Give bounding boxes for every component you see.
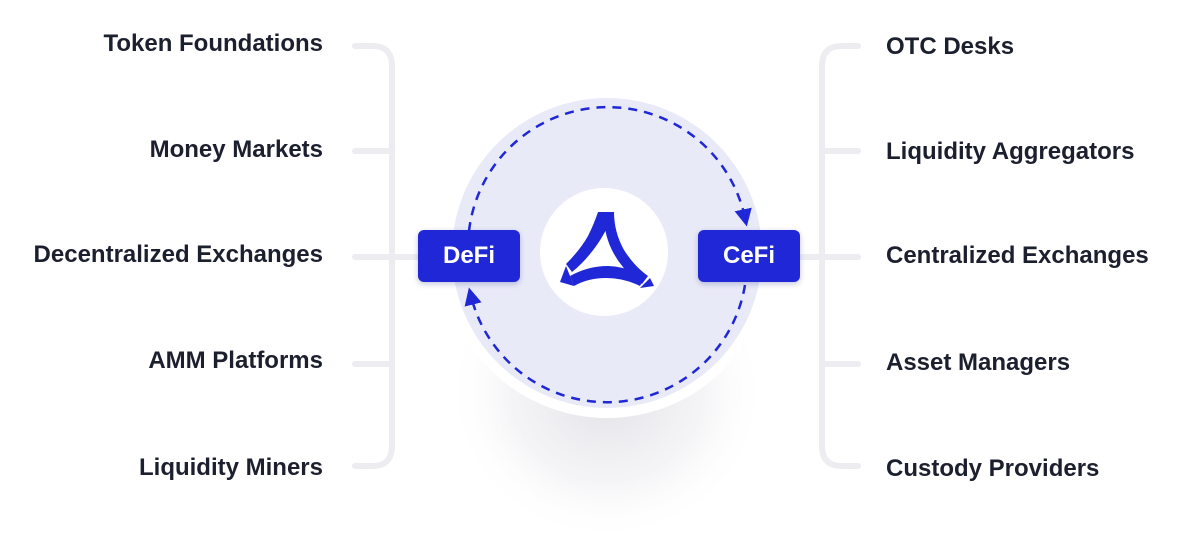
right-label-otc-desks: OTC Desks [886,33,1015,60]
cefi-badge: CeFi [698,230,800,282]
right-connectors [797,148,861,367]
left-label-amm-platforms: AMM Platforms [148,347,323,374]
tri-blade-logo-icon [560,212,654,288]
left-label-money-markets: Money Markets [149,136,323,163]
cycle-arrow-bottom [464,284,747,404]
right-label-custody-providers: Custody Providers [886,455,1100,482]
left-label-decentralized-exchanges: Decentralized Exchanges [33,241,323,268]
right-label-asset-managers: Asset Managers [886,349,1071,376]
right-label-liquidity-aggregators: Liquidity Aggregators [886,138,1135,165]
defi-badge: DeFi [418,230,520,282]
left-connectors [352,148,421,367]
cycle-arrow-top [467,105,752,232]
left-label-token-foundations: Token Foundations [103,30,323,57]
left-label-liquidity-miners: Liquidity Miners [138,454,323,481]
logo-disc [540,188,668,316]
right-label-centralized-exchanges: Centralized Exchanges [886,242,1149,269]
